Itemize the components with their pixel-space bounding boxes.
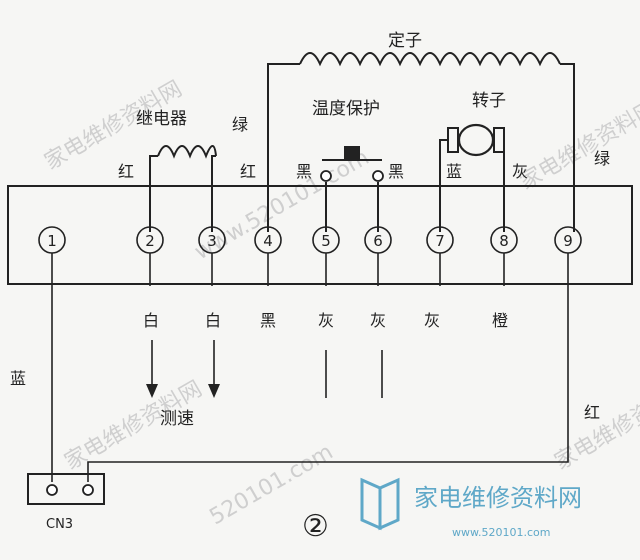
temp-protector: 温度保护 xyxy=(312,99,384,232)
bottom-label-black-4: 黑 xyxy=(260,311,276,330)
wire-label-black-left: 黑 xyxy=(296,162,312,181)
cn3-wiring: 蓝 红 xyxy=(10,286,600,482)
pin-number-6: 6 xyxy=(373,232,383,250)
wire-label-blue-rotor: 蓝 xyxy=(446,162,462,181)
wire-label-green-top: 绿 xyxy=(232,115,248,134)
rotor: 转子 xyxy=(439,91,506,232)
site-logo: 家电维修资料网 www.520101.com xyxy=(360,477,582,539)
wire-label-gray-rotor: 灰 xyxy=(512,162,528,181)
wire-label-relay-red: 红 xyxy=(118,162,134,181)
figure-number: ② xyxy=(302,509,329,544)
terminal-pin-9: 9 xyxy=(554,226,582,254)
relay-coil xyxy=(157,145,217,159)
rotor-label: 转子 xyxy=(472,91,506,111)
stator-circuit: 定子 xyxy=(267,31,575,232)
wire-label-blue-left: 蓝 xyxy=(10,369,26,388)
pin-leads xyxy=(51,253,569,286)
cn3-connector: CN3 xyxy=(27,473,105,532)
wire-label-red-right: 红 xyxy=(584,403,600,422)
pin-number-4: 4 xyxy=(263,232,273,250)
wire-label-black-right: 黑 xyxy=(388,162,404,181)
wire-label-green-right: 绿 xyxy=(594,149,610,168)
pin-number-3: 3 xyxy=(207,232,217,250)
pin-number-1: 1 xyxy=(47,232,57,250)
book-logo-icon xyxy=(360,477,400,531)
speed-arrows: 测速 xyxy=(146,340,220,429)
cn3-label: CN3 xyxy=(46,517,73,532)
pin-number-5: 5 xyxy=(321,232,331,250)
pin-number-8: 8 xyxy=(499,232,509,250)
bottom-label-gray-5: 灰 xyxy=(318,311,334,330)
terminal-pin-1: 1 xyxy=(38,226,66,254)
pin-number-9: 9 xyxy=(563,232,573,250)
bottom-label-white-2: 白 xyxy=(143,311,159,330)
watermark-cn-4: 家电维修资料网 xyxy=(551,377,640,476)
pin-row: 1 2 3 4 5 6 7 8 xyxy=(38,226,582,254)
bottom-label-orange-8: 橙 xyxy=(492,311,508,330)
speed-label: 测速 xyxy=(160,409,194,429)
stator-label: 定子 xyxy=(388,31,422,51)
watermark-url-1: www.520101.com xyxy=(191,145,374,265)
temp-protect-label: 温度保护 xyxy=(312,99,380,119)
bottom-label-gray-7: 灰 xyxy=(424,311,440,330)
wire-label-red-pin4: 红 xyxy=(240,162,256,181)
pin-number-2: 2 xyxy=(145,232,155,250)
bottom-label-gray-6: 灰 xyxy=(370,311,386,330)
bottom-label-white-3: 白 xyxy=(205,311,221,330)
logo-site-name: 家电维修资料网 xyxy=(414,484,582,512)
relay: 继电器 xyxy=(136,109,217,232)
relay-label: 继电器 xyxy=(136,109,187,129)
logo-site-url: www.520101.com xyxy=(452,526,550,539)
watermark-cn-3: 家电维修资料网 xyxy=(516,97,640,196)
stator-coil xyxy=(299,52,561,67)
pin-number-7: 7 xyxy=(435,232,445,250)
terminal-block xyxy=(7,185,633,285)
